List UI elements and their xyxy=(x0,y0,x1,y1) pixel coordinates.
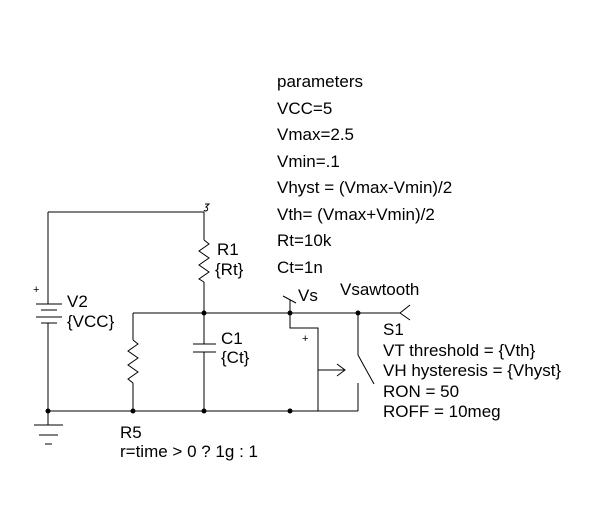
junction-dot xyxy=(287,408,293,414)
r5-name: R5 xyxy=(120,423,142,442)
switch-ctrl-arrow-head xyxy=(336,363,346,377)
s1-name: S1 xyxy=(383,320,404,339)
param-line: Rt=10k xyxy=(277,231,332,250)
param-line: Vmax=2.5 xyxy=(277,125,355,144)
vs-flag xyxy=(282,295,297,304)
parameters-block: parameters VCC=5 Vmax=2.5 Vmin=.1 Vhyst … xyxy=(277,72,452,284)
v2-name: V2 xyxy=(67,292,88,311)
s1-plus-sign: + xyxy=(302,333,309,345)
param-line: Vhyst = (Vmax-Vmin)/2 xyxy=(277,178,453,197)
s1-param: RON = 50 xyxy=(383,381,460,401)
r5-resistor-zigzag xyxy=(127,339,139,384)
parameters-title: parameters xyxy=(277,72,363,91)
wire-switch-ctrl xyxy=(289,313,319,411)
param-line: Vmin=.1 xyxy=(277,151,340,171)
junction-dot xyxy=(201,408,207,414)
junction-dot xyxy=(130,408,136,414)
param-line: Vth= (Vmax+Vmin)/2 xyxy=(277,204,435,224)
param-line: Ct=1n xyxy=(277,257,323,277)
v2-plus-sign: + xyxy=(33,284,40,296)
net-label-vsawtooth: Vsawtooth xyxy=(340,280,420,299)
s1-param: VH hysteresis = {Vhyst} xyxy=(383,361,562,380)
c1-value: {Ct} xyxy=(221,348,250,367)
r1-value: {Rt} xyxy=(215,260,244,279)
r5-value: r=time > 0 ? 1g : 1 xyxy=(120,442,258,461)
s1-param: ROFF = 10meg xyxy=(383,402,501,421)
r1-name: R1 xyxy=(217,240,239,259)
r1-resistor-zigzag xyxy=(198,239,210,283)
net-label-vs: Vs xyxy=(298,286,318,305)
v2-value: {VCC} xyxy=(67,312,115,331)
s1-param: VT threshold = {Vth} xyxy=(383,340,536,360)
junction-dot xyxy=(45,408,51,414)
wire-top xyxy=(48,211,205,240)
junction-dot xyxy=(355,310,361,316)
s1-block: S1 VT threshold = {Vth} VH hysteresis = … xyxy=(383,320,561,423)
c1-name: C1 xyxy=(221,329,243,348)
junction-dot xyxy=(201,310,207,316)
vsawtooth-output-flag xyxy=(399,304,411,321)
pin5-mark xyxy=(203,203,211,212)
switch-blade xyxy=(357,354,375,385)
junction-dot xyxy=(287,310,293,316)
param-line: VCC=5 xyxy=(277,98,333,118)
